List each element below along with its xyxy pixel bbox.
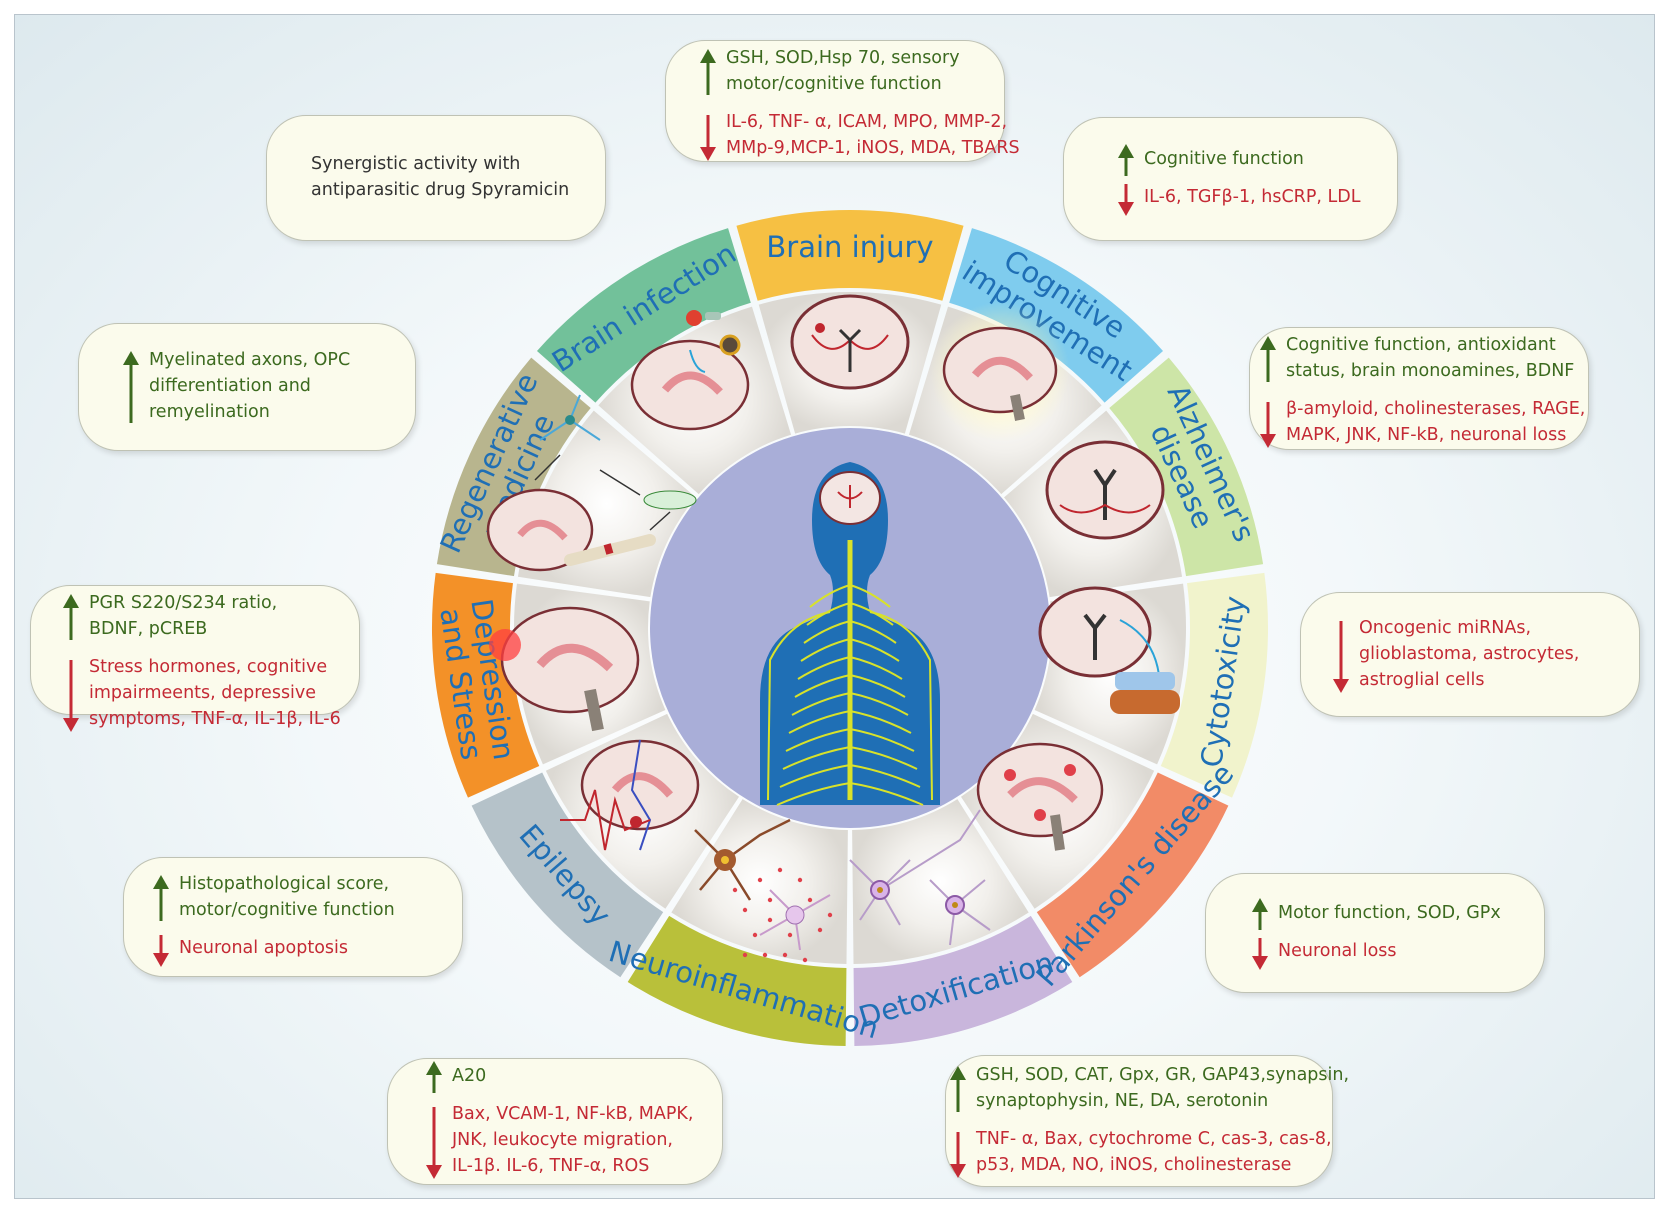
annotation-text-down: MAPK, JNK, NF-kB, neuronal loss	[1286, 425, 1567, 445]
up-arrow-icon	[153, 875, 169, 921]
annotation-text-text: antiparasitic drug Spyramicin	[311, 180, 570, 200]
up-arrow-icon	[1118, 144, 1134, 176]
annotation-text-down: Oncogenic miRNAs,	[1359, 617, 1532, 638]
annotation-text-up: BDNF, pCREB	[89, 619, 208, 639]
up-arrow-icon	[950, 1066, 966, 1112]
central-nervous-system-illustration	[650, 428, 1050, 828]
annotation-text-up: PGR S220/S234 ratio,	[89, 593, 278, 613]
up-arrow-icon	[123, 351, 139, 423]
annotation-box-alzheimers: Cognitive function, antioxidant status, b…	[1249, 327, 1589, 450]
annotation-text-down: IL-1β. IL-6, TNF-α, ROS	[452, 1156, 650, 1176]
down-arrow-icon	[1252, 938, 1268, 970]
segment-label-brain_injury: Brain injury	[766, 230, 933, 264]
annotation-text-down: p53, MDA, NO, iNOS, cholinesterase	[976, 1155, 1292, 1175]
regenerative-medicine-illustration	[486, 394, 697, 572]
depression-brain-illustration	[489, 606, 640, 732]
annotation-text-up: Motor function, SOD, GPx	[1278, 903, 1501, 923]
alzheimers-brain-illustration	[1045, 440, 1165, 540]
annotation-text-down: astroglial cells	[1359, 669, 1485, 690]
annotation-box-brain_injury: GSH, SOD,Hsp 70, sensory motor/cognitive …	[665, 40, 1020, 162]
annotation-text-down: TNF- α, Bax, cytochrome C, cas-3, cas-8,	[976, 1129, 1332, 1149]
up-arrow-icon	[63, 594, 79, 640]
down-arrow-icon	[700, 115, 716, 161]
cytotoxicity-brain-illustration	[1038, 586, 1180, 714]
up-arrow-icon	[700, 49, 716, 95]
cognitive-glowing-brain-illustration	[930, 302, 1070, 442]
annotation-text-down: impairmeents, depressive	[89, 683, 317, 703]
annotation-text-up: Myelinated axons, OPC	[149, 350, 351, 370]
annotation-box-regenerative: Myelinated axons, OPC differentiation and…	[78, 323, 416, 451]
annotation-box-epilepsy: Histopathological score, motor/cognitive …	[123, 857, 463, 977]
segment-neuroinflammation	[627, 915, 847, 1046]
brain-injury-illustration	[790, 294, 910, 390]
annotation-text-up: A20	[452, 1066, 487, 1086]
up-arrow-icon	[1252, 898, 1268, 930]
segment-depression	[432, 572, 540, 798]
annotation-text-down: JNK, leukocyte migration,	[452, 1130, 673, 1150]
neuroinflammation-neurons-illustration	[694, 818, 833, 963]
annotation-text-down: glioblastoma, astrocytes,	[1359, 643, 1580, 664]
annotation-text-down: Neuronal apoptosis	[179, 938, 349, 958]
annotation-text-up: GSH, SOD, CAT, Gpx, GR, GAP43,synapsin,	[976, 1065, 1350, 1085]
segment-label-line: Brain injury	[766, 230, 933, 264]
detoxification-neurons-illustration	[849, 809, 991, 946]
down-arrow-icon	[153, 935, 169, 967]
epilepsy-brain-illustration	[560, 739, 700, 851]
annotation-text-up: motor/cognitive function	[726, 74, 942, 94]
annotation-text-up: remyelination	[149, 402, 270, 422]
annotation-text-down: IL-6, TNF- α, ICAM, MPO, MMP-2,	[726, 112, 1008, 132]
annotation-text-up: Histopathological score,	[179, 874, 390, 894]
annotation-text-up: synaptophysin, NE, DA, serotonin	[976, 1091, 1269, 1111]
annotation-box-depression: PGR S220/S234 ratio, BDNF, pCREB Stress ho…	[30, 585, 360, 732]
parkinsons-brain-illustration	[976, 742, 1104, 851]
down-arrow-icon	[1333, 620, 1349, 693]
down-arrow-icon	[1260, 402, 1276, 448]
annotation-text-down: β-amyloid, cholinesterases, RAGE,	[1286, 399, 1586, 419]
annotation-box-brain_infection: Synergistic activity with antiparasitic d…	[266, 115, 606, 241]
nerve-branches	[767, 584, 933, 806]
annotation-box-cytotoxicity: Oncogenic miRNAs, glioblastoma, astrocyte…	[1300, 592, 1640, 717]
annotation-text-down: MMp-9,MCP-1, iNOS, MDA, TBARS	[726, 138, 1020, 158]
annotation-text-down: Neuronal loss	[1278, 941, 1397, 961]
up-arrow-icon	[1260, 336, 1276, 382]
down-arrow-icon	[950, 1132, 966, 1178]
segment-cognitive	[949, 228, 1164, 403]
segment-alzheimers	[1109, 357, 1264, 577]
annotation-text-text: Synergistic activity with	[311, 154, 521, 174]
segment-detox	[853, 915, 1073, 1046]
annotation-box-detox: GSH, SOD, CAT, Gpx, GR, GAP43,synapsin, s…	[945, 1055, 1349, 1187]
annotation-text-up: Cognitive function, antioxidant	[1286, 335, 1556, 355]
segment-epilepsy	[471, 772, 664, 978]
segment-cytotoxicity	[1160, 572, 1268, 798]
down-arrow-icon	[63, 660, 79, 732]
annotation-text-up: motor/cognitive function	[179, 900, 395, 920]
annotation-text-down: IL-6, TGFβ-1, hsCRP, LDL	[1144, 187, 1361, 207]
down-arrow-icon	[1118, 184, 1134, 216]
annotation-text-down: symptoms, TNF-α, IL-1β, IL-6	[89, 709, 341, 729]
segment-brain_injury	[736, 210, 964, 301]
segment-regenerative	[436, 357, 591, 577]
segment-brain_infection	[536, 228, 751, 403]
annotation-text-up: GSH, SOD,Hsp 70, sensory	[726, 48, 960, 68]
brain-infection-illustration	[630, 310, 750, 431]
segment-parkinsons	[1036, 772, 1229, 978]
annotation-text-down: Stress hormones, cognitive	[89, 657, 328, 677]
annotation-text-up: Cognitive function	[1144, 149, 1304, 169]
panel-detox	[852, 799, 1029, 964]
down-arrow-icon	[426, 1107, 442, 1179]
annotation-text-up: status, brain monoamines, BDNF	[1286, 361, 1575, 381]
up-arrow-icon	[426, 1061, 442, 1093]
annotation-text-down: Bax, VCAM-1, NF-kB, MAPK,	[452, 1104, 694, 1124]
annotation-text-up: differentiation and	[149, 376, 311, 396]
